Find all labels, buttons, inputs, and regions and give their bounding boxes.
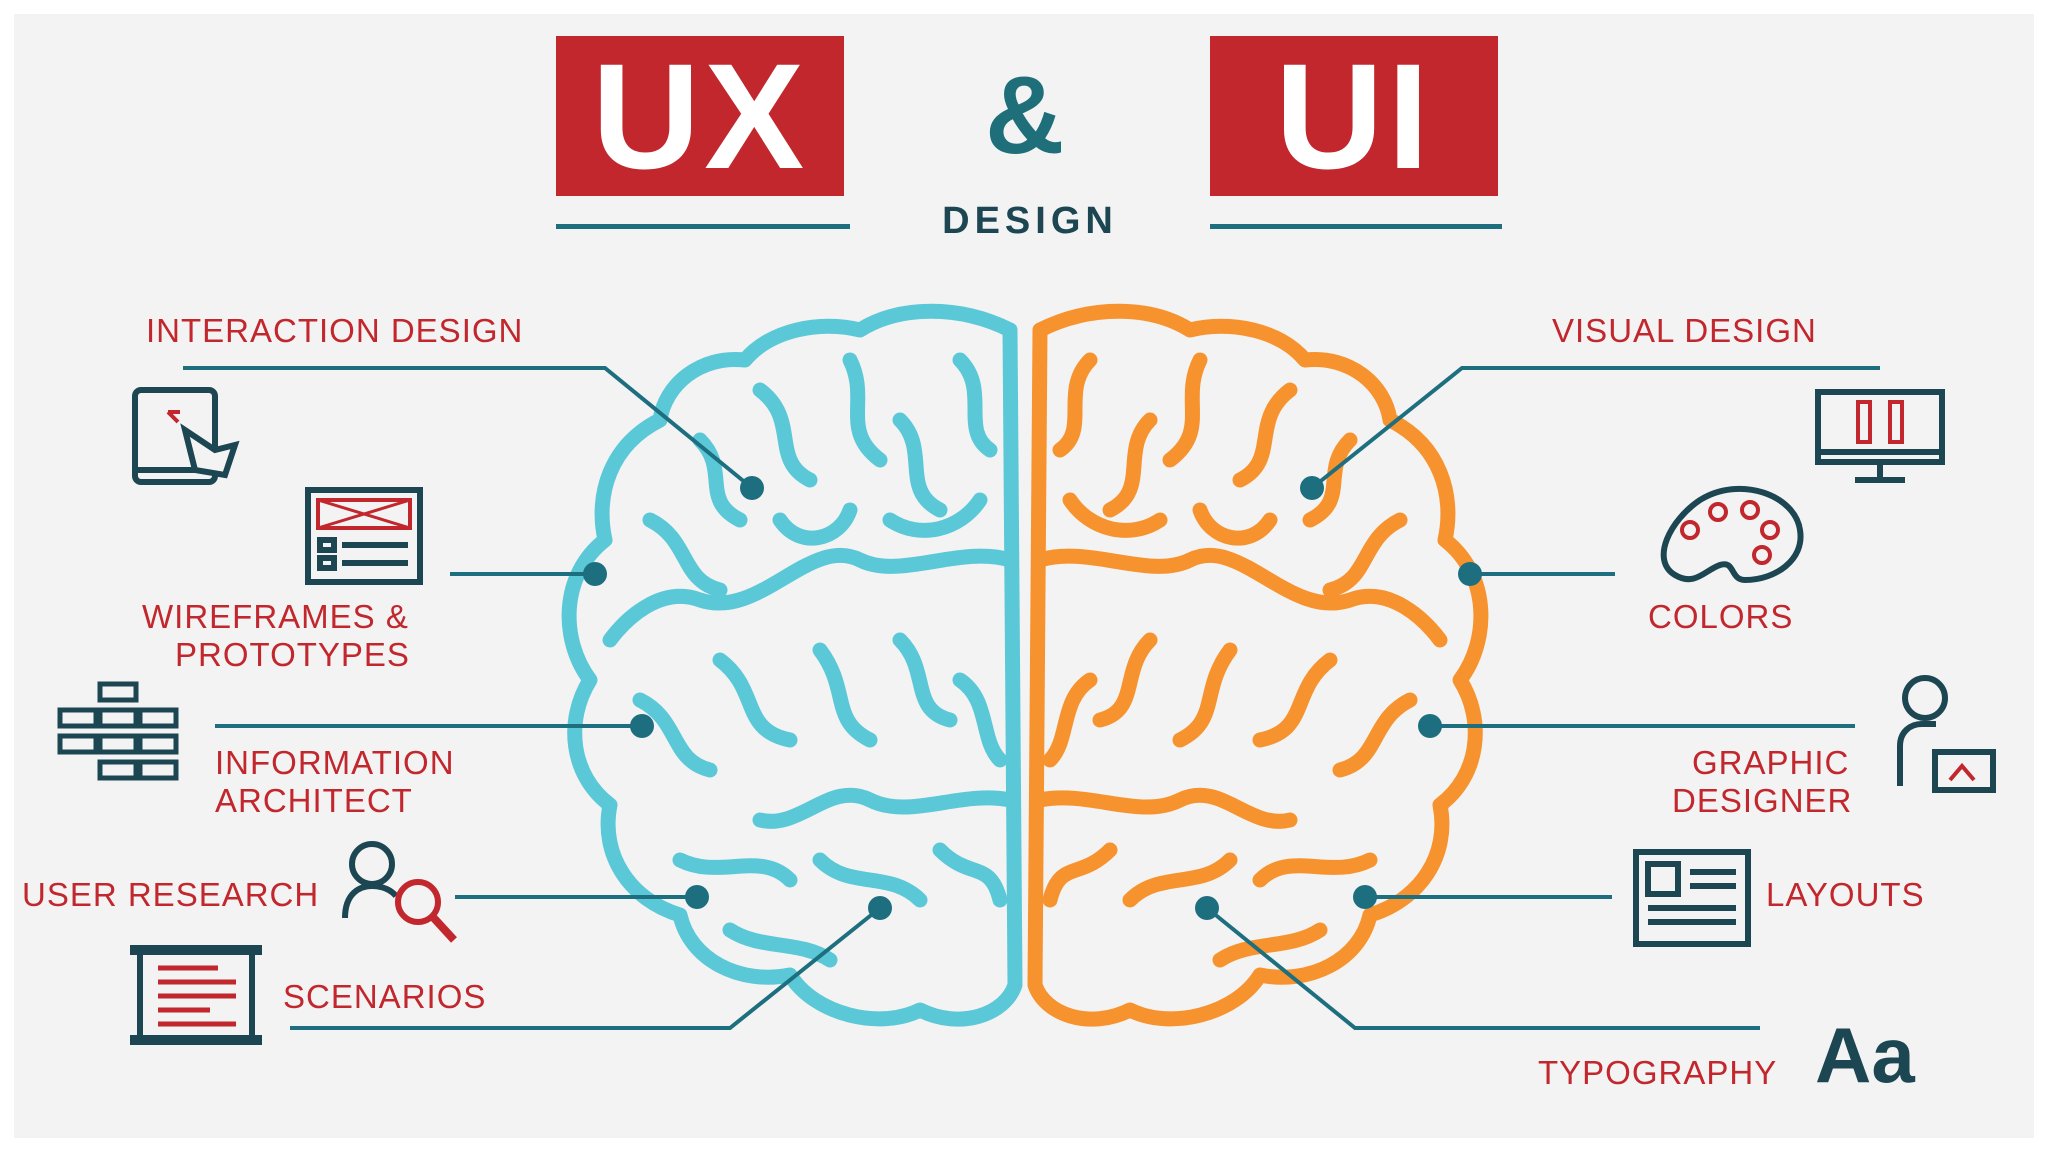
- connector-interaction-design: [183, 366, 754, 490]
- monitor-tools-icon: [1815, 389, 1945, 483]
- wireframe-icon: [305, 487, 423, 585]
- label-information-line2: ARCHITECT: [215, 782, 413, 819]
- left-brain: [561, 303, 1023, 1027]
- label-information-line1: INFORMATION: [215, 744, 455, 781]
- graphic-designer-icon: [1897, 675, 1996, 793]
- label-layouts: LAYOUTS: [1766, 876, 1925, 913]
- connector-dots: [583, 476, 1482, 920]
- sitemap-icon: [57, 681, 179, 781]
- label-typography: TYPOGRAPHY: [1538, 1054, 1778, 1091]
- ux-title-box: UX: [556, 36, 844, 196]
- connector-lines: [183, 366, 1880, 1030]
- ampersand: &: [985, 54, 1065, 177]
- header-rule-left: [556, 224, 850, 229]
- header-rule-right: [1210, 224, 1502, 229]
- right-brain: [1027, 303, 1489, 1027]
- label-colors: COLORS: [1648, 598, 1794, 635]
- label-wireframes-line1: WIREFRAMES &: [142, 598, 409, 635]
- scroll-document-icon: [130, 945, 262, 1045]
- label-graphic-line2: DESIGNER: [1672, 782, 1853, 819]
- tablet-touch-icon: [132, 387, 240, 485]
- label-visual-design: VISUAL DESIGN: [1552, 312, 1817, 349]
- palette-icon: [1660, 485, 1804, 584]
- ux-title: UX: [591, 32, 809, 200]
- label-wireframes-line2: PROTOTYPES: [175, 636, 410, 673]
- connector-scenarios: [290, 906, 882, 1030]
- label-interaction-design: INTERACTION DESIGN: [146, 312, 524, 349]
- connector-visual-design: [1310, 366, 1880, 490]
- ui-title-box: UI: [1210, 36, 1498, 196]
- user-search-icon: [342, 841, 457, 943]
- typography-icon: Aa: [1815, 1011, 1915, 1099]
- label-scenarios: SCENARIOS: [283, 978, 487, 1015]
- ui-title: UI: [1275, 32, 1433, 200]
- layout-icon: [1633, 849, 1751, 947]
- label-graphic-line1: GRAPHIC: [1692, 744, 1850, 781]
- label-user-research: USER RESEARCH: [22, 876, 320, 913]
- design-subtitle: DESIGN: [942, 200, 1118, 242]
- connector-typography: [1205, 906, 1760, 1030]
